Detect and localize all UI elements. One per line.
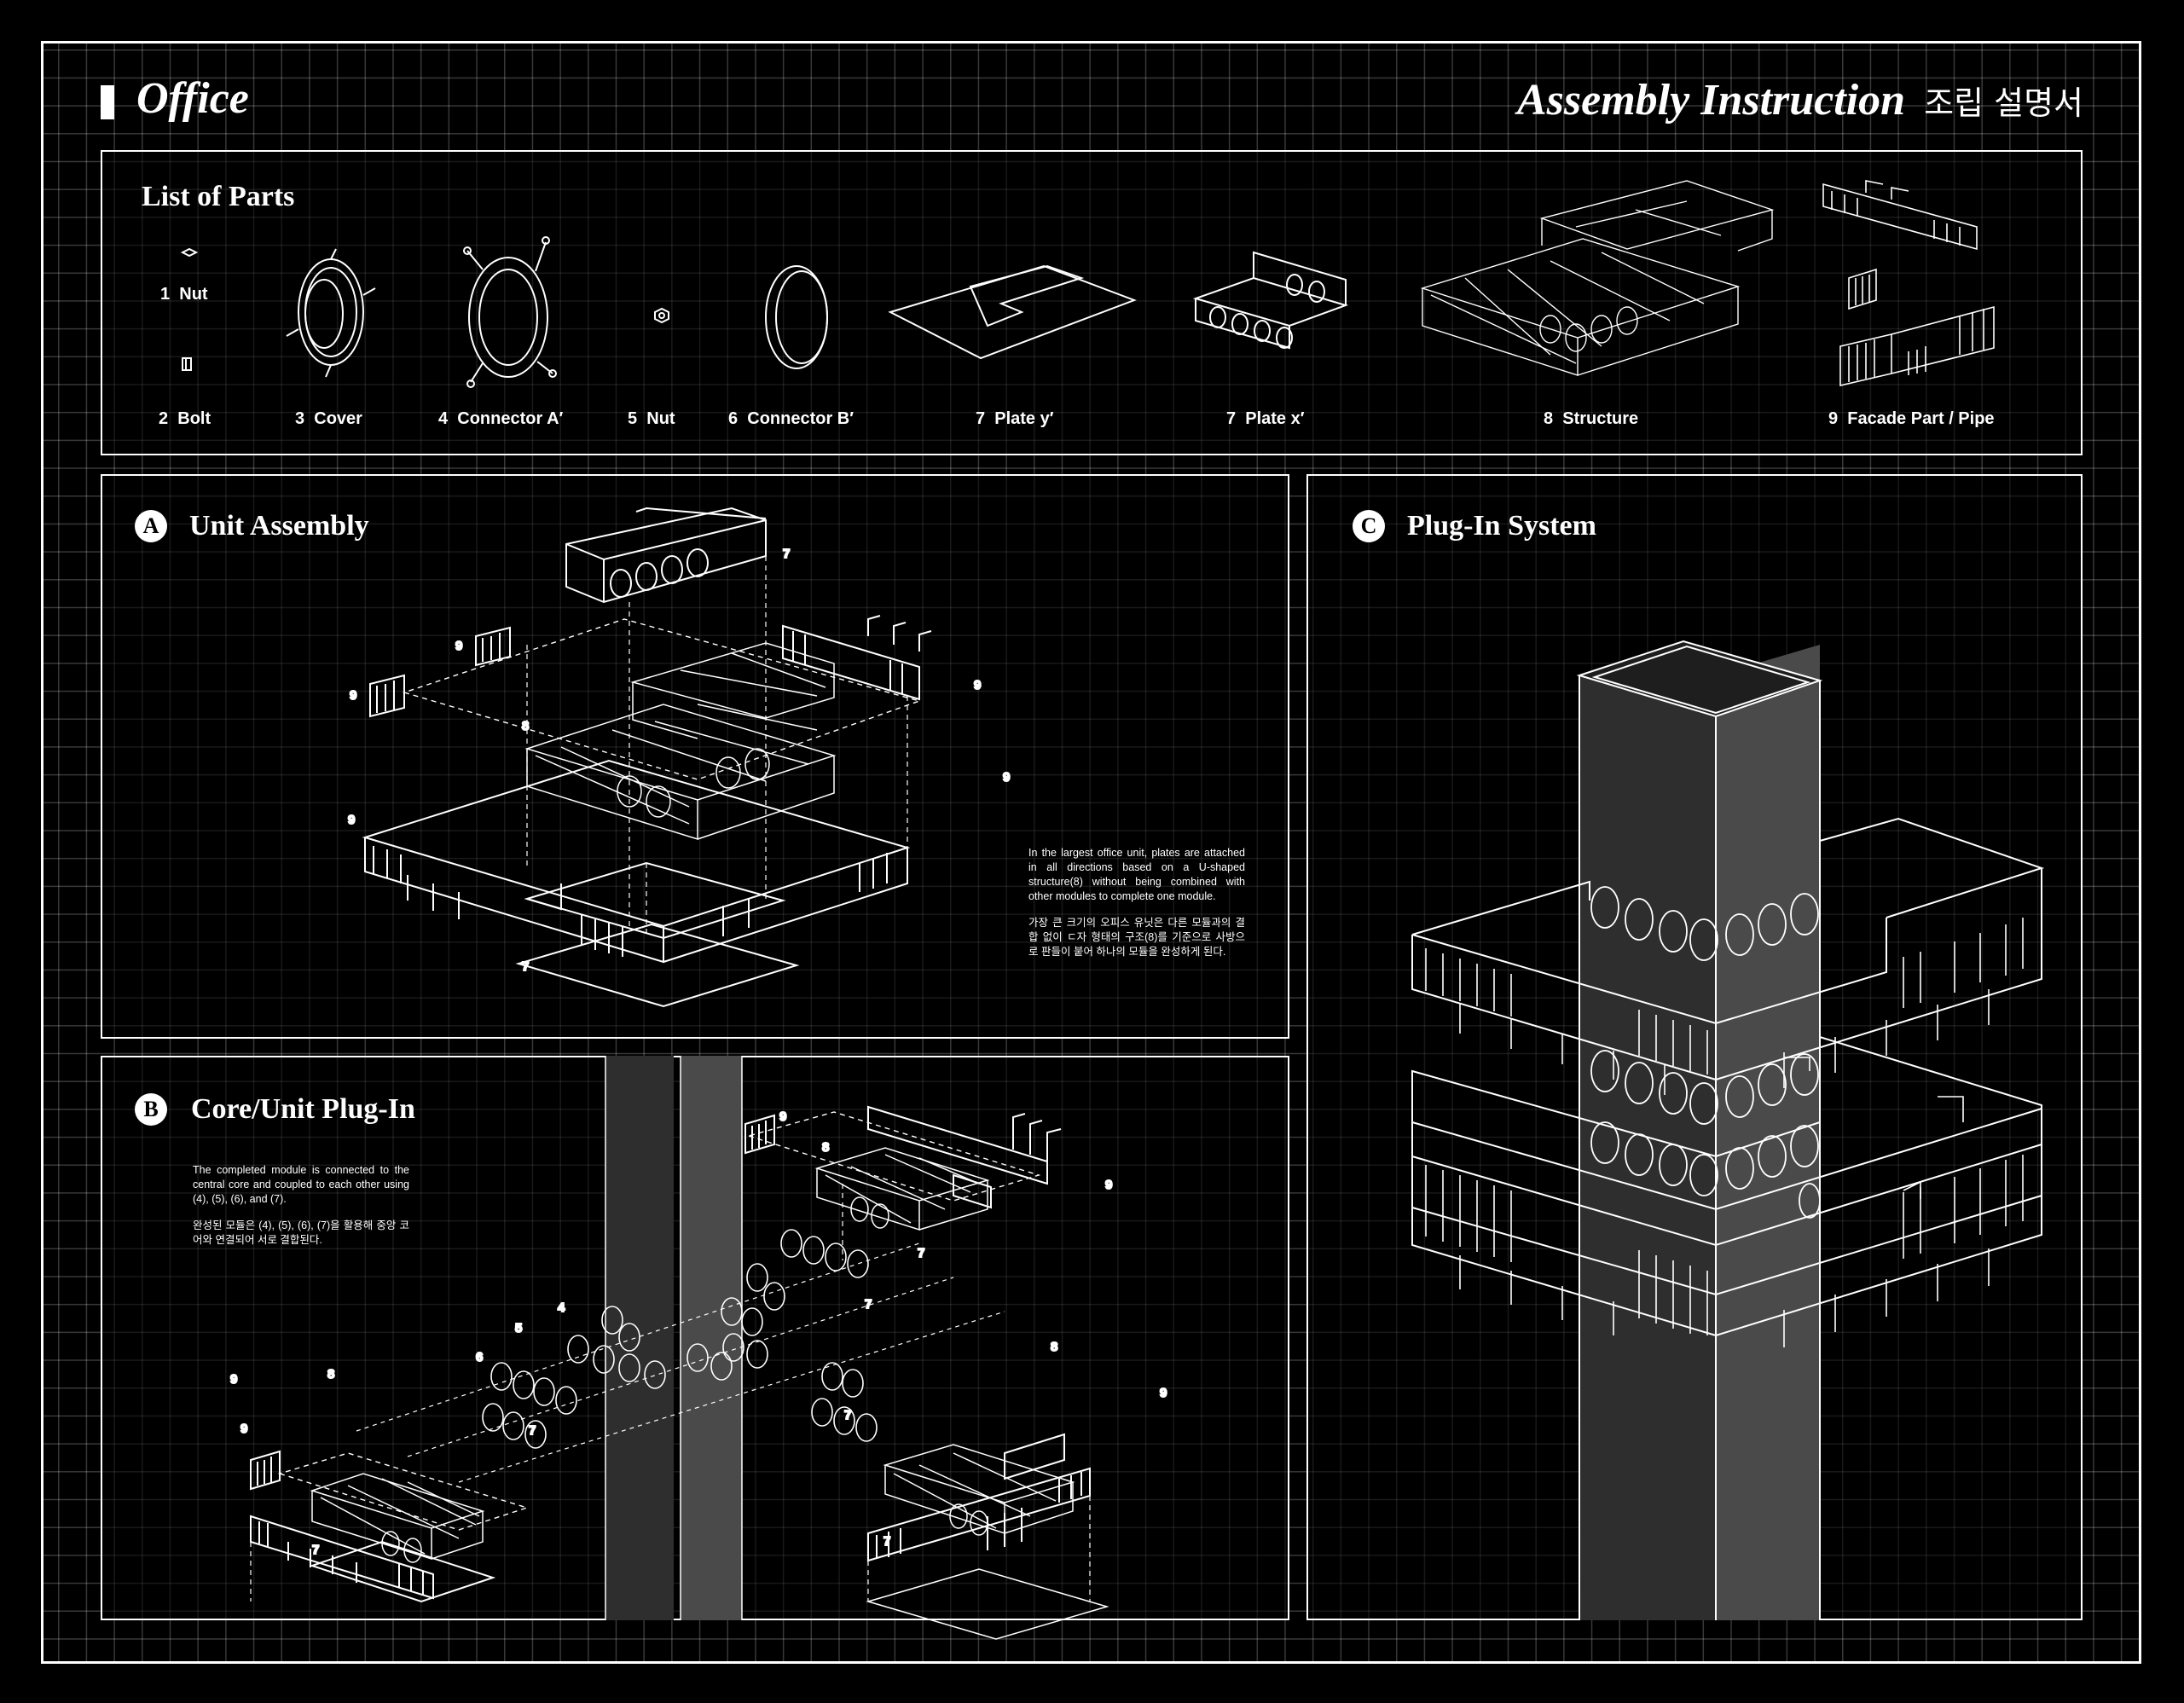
panel-a-label: 7 (522, 959, 529, 974)
part-number: 8 (1544, 409, 1554, 428)
part-name: Facade Part / Pipe (1847, 409, 1995, 428)
part-label-2: 2 Bolt (159, 409, 211, 429)
panel-a-text-korean: 가장 큰 크기의 오피스 유닛은 다른 모듈과의 결합 없이 ㄷ자 형태의 구조… (1028, 917, 1245, 958)
facade-part-icon (1822, 180, 1995, 387)
part-label-8: 7 Plate x′ (1226, 409, 1305, 429)
panel-c-title: Plug-In System (1407, 510, 1596, 542)
part-number: 5 (628, 409, 638, 428)
nut-part-icon (180, 247, 199, 258)
part-label-5: 5 Nut (628, 409, 675, 429)
plate-y-part-icon (888, 264, 1137, 360)
parts-illustrations (180, 180, 1995, 388)
part-name: Connector B′ (747, 409, 854, 428)
structure-part-icon (1420, 180, 1775, 376)
part-number: 7 (976, 409, 986, 428)
outer-frame (41, 41, 2141, 1664)
panel-b-label: 7 (529, 1423, 536, 1438)
part-number: 3 (295, 409, 305, 428)
unit-assembly-diagram: 7 9 9 8 9 9 9 7 (347, 507, 1011, 1008)
header-right: Assembly Instruction 조립 설명서 (1517, 75, 2083, 125)
panel-b-label: 9 (1105, 1178, 1112, 1192)
panel-b-label: 8 (1051, 1340, 1057, 1354)
panel-b-label: 4 (558, 1300, 565, 1315)
panel-a-badge: A (135, 510, 167, 542)
panel-b-description: The completed module is connected to the… (193, 1163, 409, 1260)
panel-b-text-korean: 완성된 모듈은 (4), (5), (6), (7)을 활용해 중앙 코어와 연… (193, 1219, 409, 1246)
part-number: 6 (728, 409, 739, 428)
project-title: Office (136, 74, 249, 123)
panel-b-label: 5 (515, 1321, 522, 1335)
panel-b-label: 7 (865, 1297, 872, 1312)
part-name: Nut (179, 285, 208, 304)
panel-b-label: 9 (240, 1422, 247, 1436)
title-marker (101, 85, 114, 119)
unit-assembly-panel (101, 474, 1289, 1039)
part-name: Bolt (177, 409, 211, 428)
part-name: Plate x′ (1245, 409, 1305, 428)
part-name: Nut (646, 409, 675, 428)
part-name: Connector A′ (457, 409, 564, 428)
panel-b-label: 9 (779, 1109, 786, 1124)
part-number: 9 (1828, 409, 1839, 428)
cover-part-icon (286, 248, 376, 378)
parts-panel (101, 150, 2083, 455)
panel-a-description: In the largest office unit, plates are a… (1028, 846, 1245, 971)
part-name: Cover (314, 409, 362, 428)
part-name: Structure (1562, 409, 1639, 428)
panel-b-label: 6 (476, 1350, 483, 1364)
core-plug-in-diagram: 9 8 9 7 4 5 6 7 8 9 9 8 7 7 9 7 7 (229, 1056, 1167, 1640)
part-number: 1 (160, 285, 171, 304)
part-label-3: 3 Cover (295, 409, 362, 429)
panel-a-label: 7 (783, 547, 790, 561)
part-number: 4 (438, 409, 449, 428)
part-label-7: 7 Plate y′ (976, 409, 1054, 429)
instruction-title: Assembly Instruction (1517, 76, 1906, 125)
part-number: 7 (1226, 409, 1237, 428)
panel-b-label: 9 (230, 1372, 237, 1387)
panel-a-label: 9 (1003, 770, 1010, 785)
part-label-6: 6 Connector B′ (728, 409, 854, 429)
instruction-title-korean: 조립 설명서 (1924, 84, 2083, 122)
panel-b-label: 7 (312, 1543, 319, 1557)
panel-b-title: Core/Unit Plug-In (191, 1093, 415, 1125)
panel-b-text-english: The completed module is connected to the… (193, 1164, 409, 1205)
panel-a-label: 9 (350, 688, 356, 703)
panel-b-badge: B (135, 1093, 167, 1126)
part-name: Plate y′ (994, 409, 1054, 428)
panel-b-label: 7 (918, 1246, 924, 1260)
part-number: 2 (159, 409, 169, 428)
bolt-part-icon (182, 357, 192, 371)
part-label-9: 8 Structure (1544, 409, 1638, 429)
panel-a-label: 8 (522, 719, 529, 733)
connector-a-part-icon (463, 236, 557, 388)
part-label-1: 1 Nut (160, 285, 208, 304)
panel-b-label: 9 (1160, 1386, 1167, 1400)
plate-x-part-icon (1192, 251, 1349, 350)
panel-b-label: 8 (822, 1140, 829, 1155)
connector-b-part-icon (765, 265, 828, 369)
part-label-4: 4 Connector A′ (438, 409, 563, 429)
plug-in-system-diagram (1411, 640, 2045, 1620)
panel-b-label: 7 (844, 1408, 851, 1422)
panel-b-label: 8 (327, 1367, 334, 1382)
panel-a-title: Unit Assembly (189, 510, 369, 542)
panel-a-label: 9 (455, 639, 462, 653)
parts-heading: List of Parts (142, 181, 295, 212)
panel-a-label: 9 (348, 813, 355, 827)
part-label-10: 9 Facade Part / Pipe (1828, 409, 1995, 429)
panel-c-badge: C (1353, 510, 1385, 542)
panel-a-text-english: In the largest office unit, plates are a… (1028, 847, 1245, 902)
panel-b-label: 7 (883, 1534, 890, 1549)
panel-a-label: 9 (974, 678, 981, 692)
small-nut-part-icon (654, 307, 669, 324)
